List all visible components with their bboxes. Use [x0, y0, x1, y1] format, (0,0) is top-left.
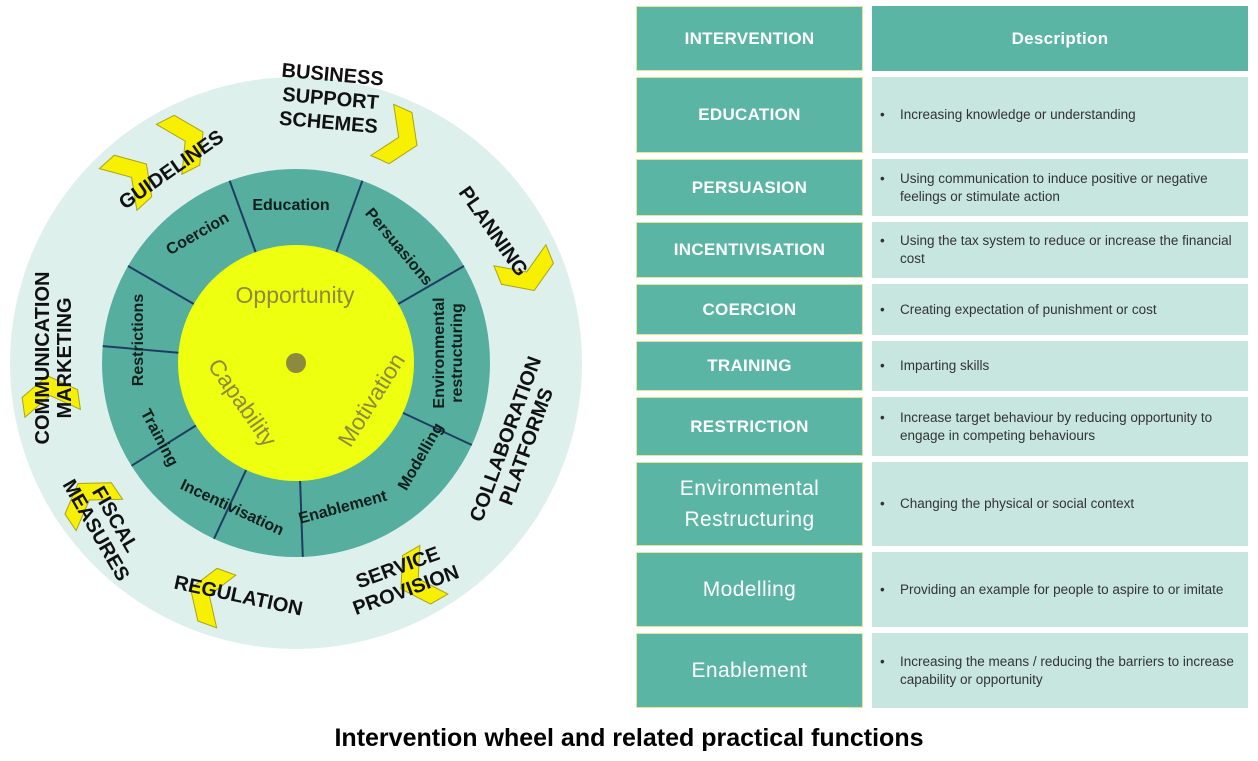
ring-divider — [213, 469, 248, 540]
table-row: COERCION • Creating expectation of punishm… — [636, 284, 1248, 335]
inner-ring-label: Environmentalrestructuring — [431, 297, 466, 408]
chevron-arrow-icon — [98, 154, 153, 212]
bullet-icon: • — [880, 496, 885, 511]
ring-divider — [402, 411, 473, 446]
bullet-icon: • — [880, 358, 885, 373]
intervention-description: • Increasing knowledge or understanding — [872, 77, 1248, 153]
description-text: Changing the physical or social context — [900, 496, 1135, 511]
table-row: EDUCATION • Increasing knowledge or unders… — [636, 77, 1248, 153]
bullet-icon: • — [880, 107, 885, 122]
intervention-name: Modelling — [636, 552, 863, 627]
ring-divider — [127, 265, 195, 305]
bullet-icon: • — [880, 170, 885, 186]
bullet-icon: • — [880, 233, 885, 248]
ring-divider — [102, 345, 179, 354]
chevron-arrow-icon — [189, 567, 237, 629]
ring-divider — [228, 180, 257, 253]
intervention-name: COERCION — [636, 284, 863, 335]
intervention-description: • Increase target behaviour by reducing o… — [872, 397, 1248, 456]
intervention-name: INCENTIVISATION — [636, 222, 863, 278]
chevron-arrow-icon — [64, 482, 124, 532]
description-text: Using communication to induce positive o… — [900, 170, 1208, 204]
outer-ring-label: BUSINESSSUPPORTSCHEMES — [277, 60, 385, 138]
bullet-icon: • — [880, 301, 885, 317]
chevron-arrow-icon — [21, 375, 81, 419]
chevrons — [21, 103, 554, 629]
intervention-description: • Creating expectation of punishment or c… — [872, 284, 1248, 335]
inner-ring-label: Restrictions — [130, 294, 147, 387]
table-row: Modelling • Providing an example for peopl… — [636, 552, 1248, 627]
bullet-icon: • — [880, 581, 885, 597]
intervention-table: INTERVENTION Description EDUCATION • Incre… — [636, 6, 1248, 714]
table-row: INCENTIVISATION • Using the tax system to … — [636, 222, 1248, 278]
description-text: Imparting skills — [900, 358, 990, 373]
intervention-description: • Changing the physical or social context — [872, 462, 1248, 546]
description-text: Increasing the means / reducing the barr… — [900, 653, 1234, 687]
chevron-arrow-icon — [369, 103, 418, 165]
table-row: PERSUASION • Using communication to induce… — [636, 159, 1248, 216]
intervention-description: • Increasing the means / reducing the bar… — [872, 633, 1248, 708]
ring-divider — [130, 424, 197, 467]
table-row: TRAINING • Imparting skills — [636, 341, 1248, 391]
description-text: Providing an example for people to aspir… — [900, 581, 1224, 597]
core-dot — [286, 353, 306, 373]
chevron-arrow-icon — [155, 114, 204, 176]
ring-divider — [299, 480, 304, 557]
table-row: Enablement • Increasing the means / reduci… — [636, 633, 1248, 708]
core-label-opportunity: Opportunity — [236, 282, 355, 308]
intervention-wheel: Opportunity Capability Motivation Educat… — [10, 60, 582, 649]
outer-ring-label: COMMUNICATIONMARKETING — [32, 272, 76, 445]
intervention-name: Enablement — [636, 633, 863, 708]
description-text: Using the tax system to reduce or increa… — [900, 233, 1232, 266]
bullet-icon: • — [880, 409, 885, 425]
description-text: Creating expectation of punishment or co… — [900, 301, 1157, 317]
table-row: RESTRICTION • Increase target behaviour by… — [636, 397, 1248, 456]
intervention-description: • Using communication to induce positive … — [872, 159, 1248, 216]
intervention-name: RESTRICTION — [636, 397, 863, 456]
ring-divider — [397, 265, 465, 305]
intervention-name: Environmental Restructuring — [636, 462, 863, 546]
table-row: Environmental Restructuring • Changing the… — [636, 462, 1248, 546]
caption: Intervention wheel and related practical… — [334, 724, 924, 752]
intervention-description: • Imparting skills — [872, 341, 1248, 391]
header-intervention: INTERVENTION — [636, 6, 863, 71]
intervention-description: • Using the tax system to reduce or incre… — [872, 222, 1248, 278]
table-header-row: INTERVENTION Description — [636, 6, 1248, 71]
bullet-icon: • — [880, 653, 885, 669]
intervention-name: EDUCATION — [636, 77, 863, 153]
description-text: Increase target behaviour by reducing op… — [900, 409, 1213, 443]
intervention-name: PERSUASION — [636, 159, 863, 216]
header-description: Description — [872, 6, 1248, 71]
description-text: Increasing knowledge or understanding — [900, 107, 1136, 122]
intervention-description: • Providing an example for people to aspi… — [872, 552, 1248, 627]
ring-dividers — [102, 180, 473, 557]
intervention-name: TRAINING — [636, 341, 863, 391]
ring-divider — [335, 180, 364, 253]
chevron-arrow-icon — [400, 544, 449, 605]
chevron-arrow-icon — [493, 243, 554, 292]
inner-ring-label: Education — [252, 197, 329, 214]
